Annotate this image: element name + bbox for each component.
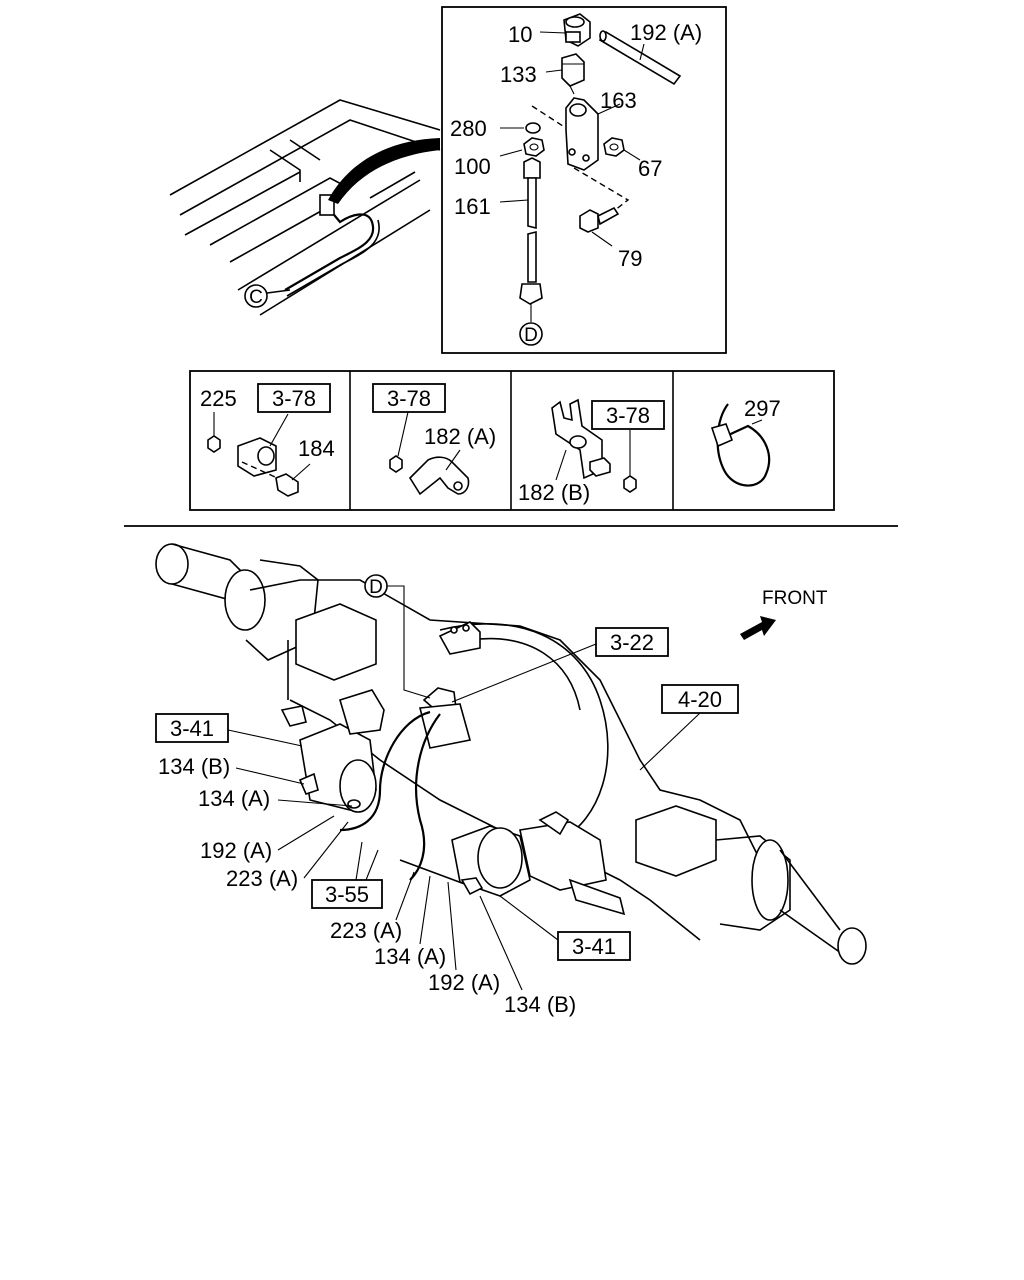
bolt-182b-icon — [589, 457, 611, 477]
callout-79: 79 — [618, 246, 642, 271]
callout-10: 10 — [508, 22, 532, 47]
callout-161: 161 — [454, 194, 491, 219]
callout-280: 280 — [450, 116, 487, 141]
marker-d-circle — [519, 322, 543, 346]
label-192a-1: 192 (A) — [200, 838, 272, 863]
nut-100-icon — [523, 137, 545, 157]
breather-bracket-icon — [438, 621, 481, 655]
marker-c-circle — [244, 284, 268, 308]
ref-3-41-left: 3-41 — [170, 716, 214, 741]
nut-182b-icon — [623, 475, 637, 493]
label-134b-2: 134 (B) — [504, 992, 576, 1017]
label-134a-1: 134 (A) — [198, 786, 270, 811]
nut-225-icon — [207, 435, 221, 453]
washer-280-icon — [525, 122, 541, 134]
ref-3-22: 3-22 — [610, 630, 654, 655]
label-223a-1: 223 (A) — [226, 866, 298, 891]
callout-182b: 182 (B) — [518, 480, 590, 505]
detail-panel-2: 3-78 182 (A) — [372, 383, 496, 496]
callout-192a: 192 (A) — [630, 20, 702, 45]
ref-3-78-p1: 3-78 — [272, 386, 316, 411]
bracket-163-icon — [565, 97, 599, 171]
label-134b-1: 134 (B) — [158, 754, 230, 779]
rear-axle-illustration — [155, 543, 867, 965]
front-direction-indicator: FRONT — [740, 588, 828, 640]
ref-box-3-41-right — [557, 931, 631, 961]
ref-box-3-41-left — [155, 713, 229, 743]
ref-3-78-p3: 3-78 — [606, 403, 650, 428]
ref-box-3-78-p1 — [257, 383, 331, 413]
callout-297: 297 — [744, 396, 781, 421]
ref-4-20: 4-20 — [678, 687, 722, 712]
ref-box-3-78-p2 — [372, 383, 446, 413]
detail-panel-4: 297 — [710, 396, 781, 487]
connector-133-icon — [561, 53, 585, 95]
ref-box-4-20 — [661, 684, 739, 714]
left-brake-chamber-icon — [280, 689, 385, 813]
nut-67-icon — [603, 137, 625, 157]
detail-panel-1: 225 3-78 184 — [200, 383, 335, 497]
ref-3-41-right: 3-41 — [572, 934, 616, 959]
nut-182a-icon — [389, 455, 403, 473]
inset-frame — [441, 6, 727, 354]
marker-d-label: D — [524, 325, 538, 346]
label-134a-2: 134 (A) — [374, 944, 446, 969]
callout-133: 133 — [500, 62, 537, 87]
bolt-79-icon — [579, 206, 620, 233]
callout-184: 184 — [298, 436, 335, 461]
detail-panel-3: 3-78 182 (B) — [518, 398, 665, 505]
ref-box-3-22 — [595, 627, 669, 657]
hose-assembly-inset: 10 192 (A) 133 163 280 — [441, 6, 727, 354]
front-label: FRONT — [762, 588, 828, 609]
pointer-arrow-icon — [328, 138, 440, 204]
callout-225: 225 — [200, 386, 237, 411]
callout-67: 67 — [638, 156, 662, 181]
ref-3-78-p2: 3-78 — [387, 386, 431, 411]
callout-100: 100 — [454, 154, 491, 179]
callout-182a: 182 (A) — [424, 424, 496, 449]
detail-panels: 225 3-78 184 3-78 182 (A) — [189, 370, 835, 511]
label-223a-2: 223 (A) — [330, 918, 402, 943]
hose-161-icon — [519, 157, 543, 305]
ref-3-55: 3-55 — [325, 882, 369, 907]
front-arrow-icon — [740, 616, 776, 640]
ref-box-3-78-p3 — [591, 400, 665, 430]
elbow-fitting-icon — [563, 13, 591, 47]
marker-c-label: C — [249, 287, 263, 308]
frame-rail-illustration: C — [169, 99, 441, 316]
callout-163: 163 — [600, 88, 637, 113]
ref-box-3-55 — [311, 879, 383, 909]
label-192a-2: 192 (A) — [428, 970, 500, 995]
right-brake-chamber-icon — [451, 811, 626, 916]
main-marker-d-label: D — [369, 577, 383, 598]
